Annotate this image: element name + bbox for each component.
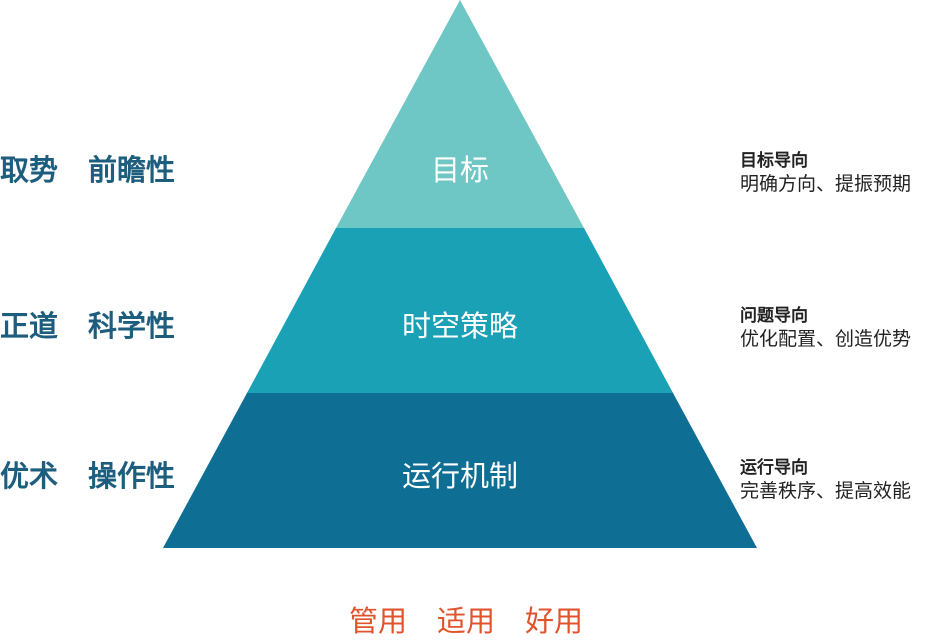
level-label-mechanism: 运行机制 (401, 459, 518, 493)
right-note-desc: 完善秩序、提高效能 (740, 480, 912, 502)
left-key: 取势 (0, 153, 59, 187)
right-note-title: 运行导向 (740, 458, 808, 478)
level-label-strategy: 时空策略 (401, 309, 518, 343)
left-attribute: 科学性 (88, 309, 176, 343)
pyramid-level-top (336, 0, 584, 228)
tag-useful: 管用 (348, 604, 407, 638)
tag-applicable: 适用 (436, 604, 495, 638)
right-note-desc: 优化配置、创造优势 (740, 328, 912, 350)
left-attribute: 前瞻性 (88, 153, 176, 187)
left-attribute: 操作性 (88, 459, 176, 493)
level-label-goal: 目标 (430, 153, 489, 187)
left-label-row: 正道科学性 (0, 303, 175, 345)
left-label-row: 优术操作性 (0, 453, 175, 495)
left-label-row: 取势前瞻性 (0, 147, 175, 189)
bottom-tagline: 管用适用好用 (0, 598, 932, 640)
right-note: 问题导向优化配置、创造优势 (740, 305, 911, 351)
left-key: 正道 (0, 309, 59, 343)
right-note-desc: 明确方向、提振预期 (740, 173, 912, 195)
pyramid-level-bottom (163, 393, 757, 548)
left-key: 优术 (0, 459, 59, 493)
right-note: 运行导向完善秩序、提高效能 (740, 457, 911, 503)
right-note-title: 问题导向 (740, 306, 808, 326)
tag-usable: 好用 (525, 604, 584, 638)
pyramid-level-middle (247, 228, 673, 393)
right-note-title: 目标导向 (740, 151, 808, 171)
right-note: 目标导向明确方向、提振预期 (740, 150, 911, 196)
